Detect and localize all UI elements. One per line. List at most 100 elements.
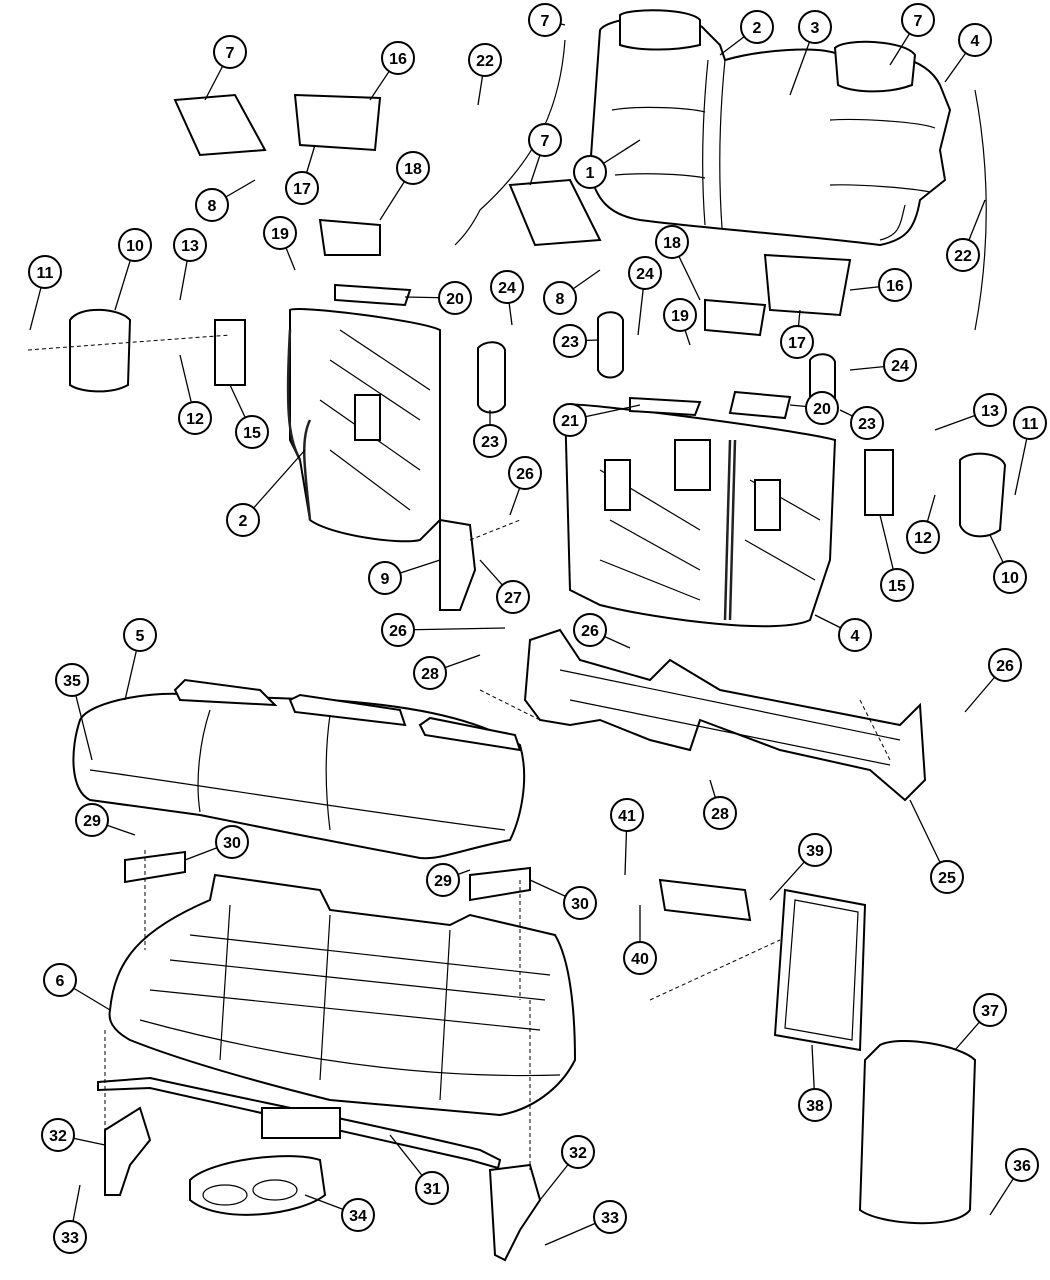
callout-number: 41 <box>618 808 636 825</box>
callout-6: 6 <box>43 963 77 997</box>
callout-number: 18 <box>404 161 422 178</box>
callout-9: 9 <box>368 561 402 595</box>
callout-number: 7 <box>914 13 923 30</box>
callout-30b: 30 <box>563 886 597 920</box>
callout-circle <box>973 993 1007 1027</box>
callout-number: 15 <box>888 578 906 595</box>
callout-number: 24 <box>636 266 654 283</box>
callout-circle <box>553 324 587 358</box>
callout-20a: 20 <box>438 281 472 315</box>
plate-twenty-one <box>629 396 702 417</box>
callout-39: 39 <box>798 833 832 867</box>
callout-35: 35 <box>55 663 89 697</box>
callout-7a: 7 <box>213 35 247 69</box>
callout-circle <box>883 348 917 382</box>
callout-circle <box>573 155 607 189</box>
callout-circle <box>368 561 402 595</box>
callout-number: 16 <box>886 278 904 295</box>
callout-23b: 23 <box>473 424 507 458</box>
callout-33a: 33 <box>53 1220 87 1254</box>
latch-right <box>704 298 767 337</box>
callout-circle <box>381 613 415 647</box>
callout-number: 24 <box>891 358 909 375</box>
callout-circle <box>880 568 914 602</box>
callout-number: 23 <box>481 434 499 451</box>
callout-number: 17 <box>293 181 311 198</box>
callout-circle <box>426 863 460 897</box>
callout-circle <box>780 325 814 359</box>
callout-16a: 16 <box>381 41 415 75</box>
callout-circle <box>930 860 964 894</box>
callout-40: 40 <box>623 941 657 975</box>
callout-7b: 7 <box>528 3 562 37</box>
callout-circle <box>468 43 502 77</box>
seat-cushion-bottom <box>72 678 526 860</box>
callout-circle <box>988 648 1022 682</box>
strap-right <box>469 866 531 902</box>
callout-number: 11 <box>1022 416 1039 433</box>
harness-left <box>454 39 566 246</box>
seat-back-cushion <box>588 9 952 247</box>
callout-number: 7 <box>541 13 550 30</box>
callout-number: 25 <box>938 870 956 887</box>
callout-circle <box>901 3 935 37</box>
callout-number: 30 <box>571 896 589 913</box>
bolster-left <box>293 93 382 152</box>
armrest-cover <box>858 1039 977 1225</box>
callout-circle <box>381 41 415 75</box>
bracket-left <box>104 1106 152 1196</box>
callout-circle <box>993 560 1027 594</box>
callout-circle <box>798 1088 832 1122</box>
bracket-right <box>488 1163 542 1262</box>
callout-41: 41 <box>610 798 644 832</box>
callout-circle <box>1013 406 1047 440</box>
callout-5: 5 <box>123 618 157 652</box>
callout-number: 8 <box>556 291 565 308</box>
callout-circle <box>490 270 524 304</box>
callout-27: 27 <box>496 580 530 614</box>
callout-circle <box>798 833 832 867</box>
callout-circle <box>561 1135 595 1169</box>
callout-8b: 8 <box>543 281 577 315</box>
leader-lines <box>29 19 1031 1246</box>
plate-right <box>728 390 792 420</box>
callout-31: 31 <box>415 1171 449 1205</box>
callout-2a: 2 <box>740 10 774 44</box>
callout-number: 13 <box>981 403 999 420</box>
callout-number: 39 <box>806 843 824 860</box>
callout-26b: 26 <box>381 613 415 647</box>
callout-number: 3 <box>811 20 820 37</box>
callout-number: 23 <box>561 334 579 351</box>
callout-circle <box>573 613 607 647</box>
bezel-left <box>477 341 506 414</box>
callout-number: 31 <box>423 1181 441 1198</box>
callout-number: 1 <box>586 165 595 182</box>
callout-circle <box>396 151 430 185</box>
callout-circle <box>496 580 530 614</box>
callout-circle <box>1005 1148 1039 1182</box>
hinge-left <box>214 319 246 386</box>
part-drawings <box>27 9 1007 1262</box>
callout-11b: 11 <box>1013 406 1047 440</box>
callout-circle <box>878 268 912 302</box>
callout-34: 34 <box>341 1198 375 1232</box>
callout-number: 20 <box>813 401 831 418</box>
callout-circle <box>623 941 657 975</box>
callout-number: 32 <box>49 1128 67 1145</box>
callout-circle <box>285 171 319 205</box>
cover-right <box>959 452 1007 538</box>
alignment-lines <box>27 334 891 1170</box>
callout-number: 17 <box>788 335 806 352</box>
callout-circle <box>663 298 697 332</box>
callout-number: 28 <box>421 666 439 683</box>
callout-number: 2 <box>239 513 248 530</box>
callout-10a: 10 <box>118 228 152 262</box>
callout-circle <box>610 798 644 832</box>
callout-circle <box>973 393 1007 427</box>
callout-28a: 28 <box>413 656 447 690</box>
leader-line-26b <box>397 627 506 631</box>
callout-4b: 4 <box>838 618 872 652</box>
callout-number: 4 <box>851 628 860 645</box>
latch-left <box>318 218 381 256</box>
